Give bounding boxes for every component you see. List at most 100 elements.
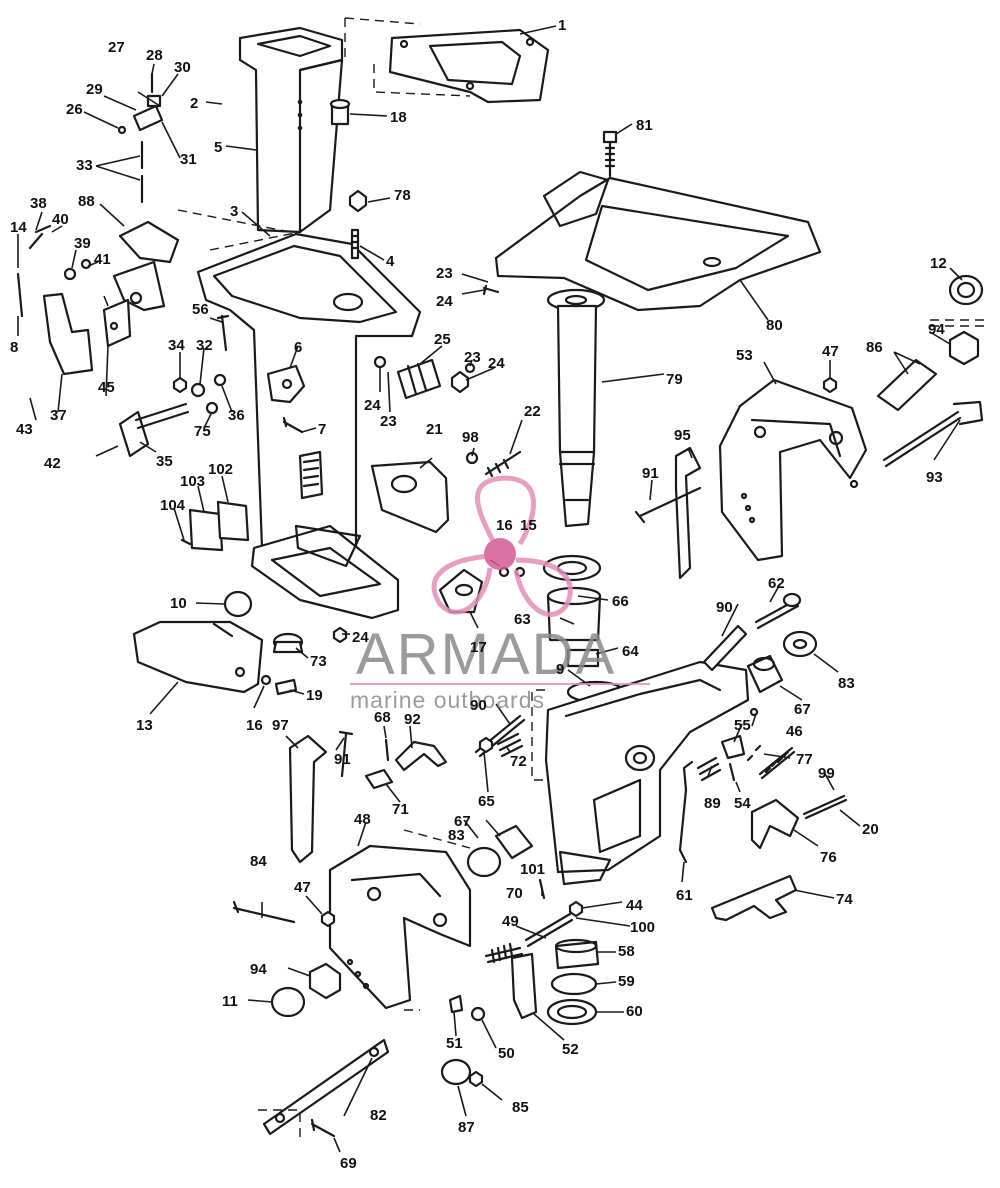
callout-50: 50 xyxy=(498,1045,515,1062)
propeller-logo-icon xyxy=(431,475,573,617)
part-bracket-74 xyxy=(710,874,798,922)
callout-79: 79 xyxy=(666,371,683,388)
callout-1: 1 xyxy=(558,17,566,34)
callout-67a: 67 xyxy=(794,701,811,718)
callout-97: 97 xyxy=(272,717,289,734)
part-nut-47-lower xyxy=(320,910,336,928)
callout-43: 43 xyxy=(16,421,33,438)
callout-29: 29 xyxy=(86,81,103,98)
part-bolt-70 xyxy=(524,912,574,948)
part-screw-7 xyxy=(282,416,304,434)
callout-91b: 91 xyxy=(334,751,351,768)
part-pins-62-90 xyxy=(702,592,818,694)
callout-labels: 1 2 3 4 5 6 7 8 9 10 11 12 13 14 15 16 1… xyxy=(10,17,947,1172)
callout-102: 102 xyxy=(208,461,233,478)
part-levers-68-92 xyxy=(364,738,448,790)
callout-61: 61 xyxy=(676,887,693,904)
callout-2: 2 xyxy=(190,95,198,112)
callout-83a: 83 xyxy=(838,675,855,692)
callout-87: 87 xyxy=(458,1119,475,1136)
callout-49: 49 xyxy=(502,913,519,930)
callout-45: 45 xyxy=(98,379,115,396)
part-rubber-mount-73 xyxy=(272,632,304,654)
callout-89: 89 xyxy=(704,795,721,812)
part-rings-58-60 xyxy=(546,938,600,1026)
callout-8: 8 xyxy=(10,339,18,356)
callout-44: 44 xyxy=(626,897,643,914)
callout-33: 33 xyxy=(76,157,93,174)
part-nut-94-lower xyxy=(308,962,342,1000)
callout-4: 4 xyxy=(386,253,395,270)
callout-70: 70 xyxy=(506,885,523,902)
part-stud-4 xyxy=(350,228,360,260)
part-tilt-hardware-right xyxy=(876,274,984,468)
callout-94b: 94 xyxy=(250,961,267,978)
part-washer-16 xyxy=(260,674,272,686)
callout-25: 25 xyxy=(434,331,451,348)
callout-75: 75 xyxy=(194,423,211,440)
callout-84: 84 xyxy=(250,853,267,870)
callout-90b: 90 xyxy=(470,697,487,714)
callout-14: 14 xyxy=(10,219,27,236)
callout-86: 86 xyxy=(866,339,883,356)
callout-24b: 24 xyxy=(488,355,505,372)
callout-6: 6 xyxy=(294,339,302,356)
callout-52: 52 xyxy=(562,1041,579,1058)
callout-101: 101 xyxy=(520,861,545,878)
part-swivel-bracket-9 xyxy=(531,660,750,886)
callout-78: 78 xyxy=(394,187,411,204)
callout-30: 30 xyxy=(174,59,191,76)
part-bracket-21 xyxy=(370,460,450,534)
callout-21: 21 xyxy=(426,421,443,438)
part-spring-72 xyxy=(478,732,524,758)
callout-40: 40 xyxy=(52,211,69,228)
callout-39: 39 xyxy=(74,235,91,252)
callout-71: 71 xyxy=(392,801,409,818)
part-lever-52 xyxy=(510,952,538,1020)
callout-28: 28 xyxy=(146,47,163,64)
part-washer-83-lower xyxy=(466,846,502,878)
callout-24a: 24 xyxy=(436,293,453,310)
callout-32: 32 xyxy=(196,337,213,354)
callout-56: 56 xyxy=(192,301,209,318)
callout-38: 38 xyxy=(30,195,47,212)
part-bracket-76 xyxy=(750,798,800,850)
part-nut-47-upper xyxy=(822,376,838,394)
part-link-bar-82 xyxy=(258,1038,390,1140)
part-pin-20 xyxy=(802,794,848,820)
callout-67b: 67 xyxy=(454,813,471,830)
callout-100: 100 xyxy=(630,919,655,936)
callout-36: 36 xyxy=(228,407,245,424)
callout-13: 13 xyxy=(136,717,153,734)
callout-81: 81 xyxy=(636,117,653,134)
callout-3: 3 xyxy=(230,203,238,220)
part-tiller-bracket xyxy=(16,220,180,376)
part-nut-78 xyxy=(348,189,368,213)
callout-54: 54 xyxy=(734,795,751,812)
callout-93: 93 xyxy=(926,469,943,486)
part-clamp-bracket-48 xyxy=(328,829,472,1011)
part-bolt-56 xyxy=(216,314,230,352)
callout-60: 60 xyxy=(626,1003,643,1020)
callout-46: 46 xyxy=(786,723,803,740)
callout-47b: 47 xyxy=(294,879,311,896)
part-spring-hardware xyxy=(696,707,796,782)
part-plates-102-104 xyxy=(180,500,250,552)
callout-24c: 24 xyxy=(364,397,381,414)
callout-16b: 16 xyxy=(246,717,263,734)
callout-104: 104 xyxy=(160,497,186,514)
callout-94a: 94 xyxy=(928,321,945,338)
watermark-word: ARMADA xyxy=(356,622,616,687)
part-plate-95 xyxy=(674,446,702,580)
part-plate-97 xyxy=(288,734,328,864)
callout-103: 103 xyxy=(180,473,205,490)
callout-66: 66 xyxy=(612,593,629,610)
part-bolt-91-upper xyxy=(634,486,702,524)
callout-98: 98 xyxy=(462,429,479,446)
callout-74: 74 xyxy=(836,891,853,908)
callout-91a: 91 xyxy=(642,465,659,482)
part-rod-61 xyxy=(678,760,694,864)
callout-53: 53 xyxy=(736,347,753,364)
callout-23b: 23 xyxy=(464,349,481,366)
